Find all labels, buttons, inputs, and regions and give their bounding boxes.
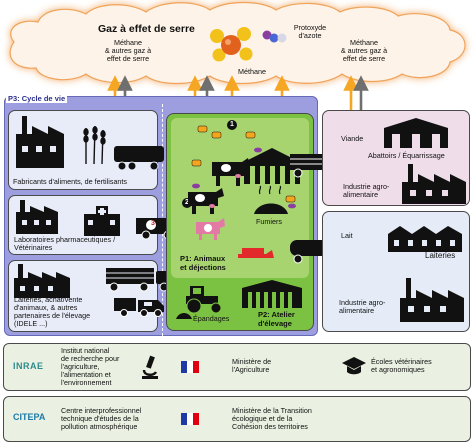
citepa-logo: CITEPA — [13, 412, 46, 422]
label-laboratoires: Laboratoires pharmaceutiques / Vétérinai… — [14, 235, 116, 252]
label-laiteries: Laiteries — [425, 251, 456, 260]
citepa-text: Centre interprofessionnel technique d'ét… — [61, 406, 142, 431]
calf-icon — [196, 218, 225, 240]
manure-pile-icon — [254, 185, 288, 214]
badge-1: 1 — [230, 121, 234, 128]
field-mound-icon — [176, 313, 192, 319]
label-viande: Viande — [341, 134, 364, 143]
cloud-right-label: Méthane & autres gaz à effet de serre — [340, 38, 388, 63]
suv-trailer-icon — [114, 298, 164, 317]
ecoles: Écoles vétérinaires et agronomiques — [371, 357, 432, 374]
badge-2: 2 — [185, 199, 189, 206]
label-fumiers: Fumiers — [256, 217, 282, 226]
farm-building-icon — [242, 280, 302, 308]
lab-building-icon — [16, 200, 58, 234]
ministere-transition: Ministère de la Transition écologique et… — [232, 406, 312, 431]
graduation-cap-icon — [342, 357, 366, 375]
label-industrie-bottom: Industrie agro- alimentaire — [339, 298, 386, 315]
cloud-left-label: Méthane & autres gaz à effet de serre — [104, 38, 152, 63]
factory-icon — [16, 116, 64, 168]
methane-molecule-icon — [210, 27, 253, 62]
wheat-icon — [83, 125, 106, 165]
cloud-methane-label: Méthane — [238, 67, 266, 76]
label-fabricants: Fabricants d'aliments, de fertilisants — [13, 177, 128, 186]
label-laiteries-achat: Laiteries, achat/vente d'animaux, & autr… — [14, 295, 91, 328]
french-flag-icon — [181, 413, 199, 425]
dairy-plant-icon — [388, 226, 462, 252]
label-abattoirs: Abattoirs / Équarrissage — [368, 151, 445, 160]
ministere-agriculture: Ministère de l'Agriculture — [232, 357, 272, 374]
livestock-truck-icon — [106, 268, 170, 292]
inrae-text: Institut national de recherche pour l'ag… — [61, 346, 120, 387]
cloud-title: Gaz à effet de serre — [98, 23, 195, 35]
agro-factory-icon — [400, 278, 464, 322]
label-epandages: Épandages — [193, 314, 230, 323]
label-p2: P2: Atelier d'élevage — [258, 310, 295, 328]
microscope-icon — [142, 355, 158, 379]
tractor-icon — [186, 286, 222, 314]
label-p1: P1: Animaux et déjections — [180, 254, 226, 272]
sick-cow-icon — [238, 248, 274, 258]
partners-bar-1 — [3, 343, 471, 391]
partners-bar-2 — [3, 396, 471, 442]
barn-icon — [244, 148, 300, 184]
slaughterhouse-icon — [384, 118, 448, 148]
n2o-molecule-icon — [262, 30, 287, 43]
vet-van-number: 3 — [151, 220, 155, 227]
cow-icon — [212, 158, 250, 186]
hospital-icon — [84, 206, 120, 236]
label-lait: Lait — [341, 231, 353, 240]
cow-icon — [188, 188, 224, 214]
p3-title: P3: Cycle de vie — [6, 94, 68, 103]
agro-factory-icon — [402, 164, 466, 204]
cloud-protoxyde-label: Protoxyde d'azote — [293, 23, 327, 40]
label-industrie-top: Industrie agro- alimentaire — [343, 182, 390, 199]
inrae-logo: INRAE — [13, 361, 44, 371]
dairy-factory-icon — [14, 264, 70, 298]
french-flag-icon — [181, 361, 199, 373]
